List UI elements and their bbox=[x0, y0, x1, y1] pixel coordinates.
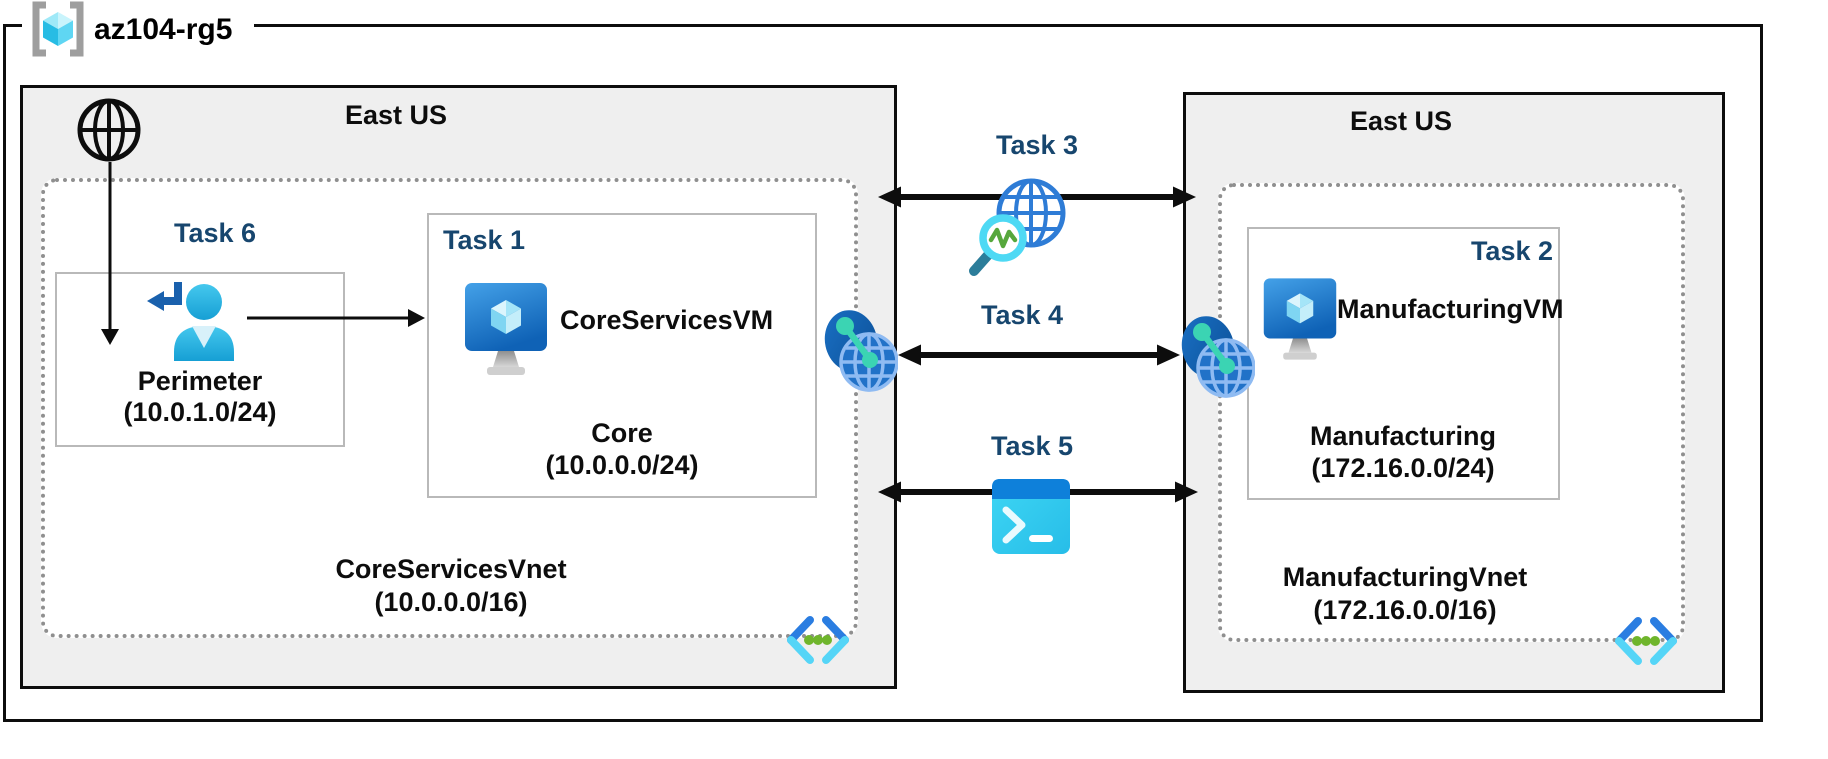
task1-label: Task 1 bbox=[443, 225, 526, 255]
resource-group-icon bbox=[32, 1, 84, 57]
manufacturing-subnet-name: Manufacturing bbox=[1310, 421, 1496, 451]
resource-group-box bbox=[3, 24, 1763, 722]
network-watcher-icon bbox=[969, 178, 1066, 276]
virtual-network-icon bbox=[787, 616, 849, 664]
task5-label: Task 5 bbox=[990, 431, 1074, 461]
task2-subnet-box bbox=[1247, 227, 1560, 500]
virtual-machine-icon bbox=[465, 283, 547, 375]
task1-subnet-box bbox=[427, 213, 817, 498]
region-title-left: East US bbox=[344, 100, 448, 130]
manufacturing-subnet-label: Manufacturing (172.16.0.0/24) bbox=[1258, 420, 1548, 484]
task6-label: Task 6 bbox=[173, 218, 257, 248]
user-return-icon bbox=[147, 282, 234, 361]
task4-label: Task 4 bbox=[980, 300, 1064, 330]
manufacturing-vnet-label: ManufacturingVnet (172.16.0.0/16) bbox=[1205, 561, 1605, 627]
core-subnet-label: Core (10.0.0.0/24) bbox=[477, 417, 767, 481]
virtual-network-icon bbox=[1615, 617, 1677, 665]
vnet-peering-icon bbox=[824, 310, 898, 392]
coreservices-vnet-name: CoreServicesVnet bbox=[335, 554, 567, 584]
coreservices-vnet-cidr: (10.0.0.0/16) bbox=[374, 587, 528, 617]
perimeter-subnet-name: Perimeter bbox=[137, 366, 263, 396]
task2-label: Task 2 bbox=[1470, 236, 1553, 266]
coreservices-vnet-label: CoreServicesVnet (10.0.0.0/16) bbox=[256, 553, 646, 619]
core-subnet-cidr: (10.0.0.0/24) bbox=[545, 450, 699, 480]
core-subnet-name: Core bbox=[591, 418, 653, 448]
virtual-machine-icon bbox=[1263, 278, 1337, 360]
cloud-shell-icon bbox=[992, 479, 1070, 554]
vm-name-coreservices: CoreServicesVM bbox=[560, 305, 774, 335]
vm-name-manufacturing: ManufacturingVM bbox=[1337, 294, 1564, 324]
manufacturing-subnet-cidr: (172.16.0.0/24) bbox=[1311, 453, 1495, 483]
internet-globe-icon bbox=[77, 98, 141, 162]
manufacturing-vnet-cidr: (172.16.0.0/16) bbox=[1313, 595, 1497, 625]
perimeter-subnet-cidr: (10.0.1.0/24) bbox=[123, 397, 277, 427]
perimeter-subnet-label: Perimeter (10.0.1.0/24) bbox=[70, 366, 330, 428]
resource-group-name: az104-rg5 bbox=[94, 13, 233, 46]
vnet-peering-icon bbox=[1181, 316, 1255, 398]
task3-label: Task 3 bbox=[995, 130, 1079, 160]
manufacturing-vnet-name: ManufacturingVnet bbox=[1282, 562, 1528, 592]
region-title-right: East US bbox=[1349, 106, 1453, 136]
